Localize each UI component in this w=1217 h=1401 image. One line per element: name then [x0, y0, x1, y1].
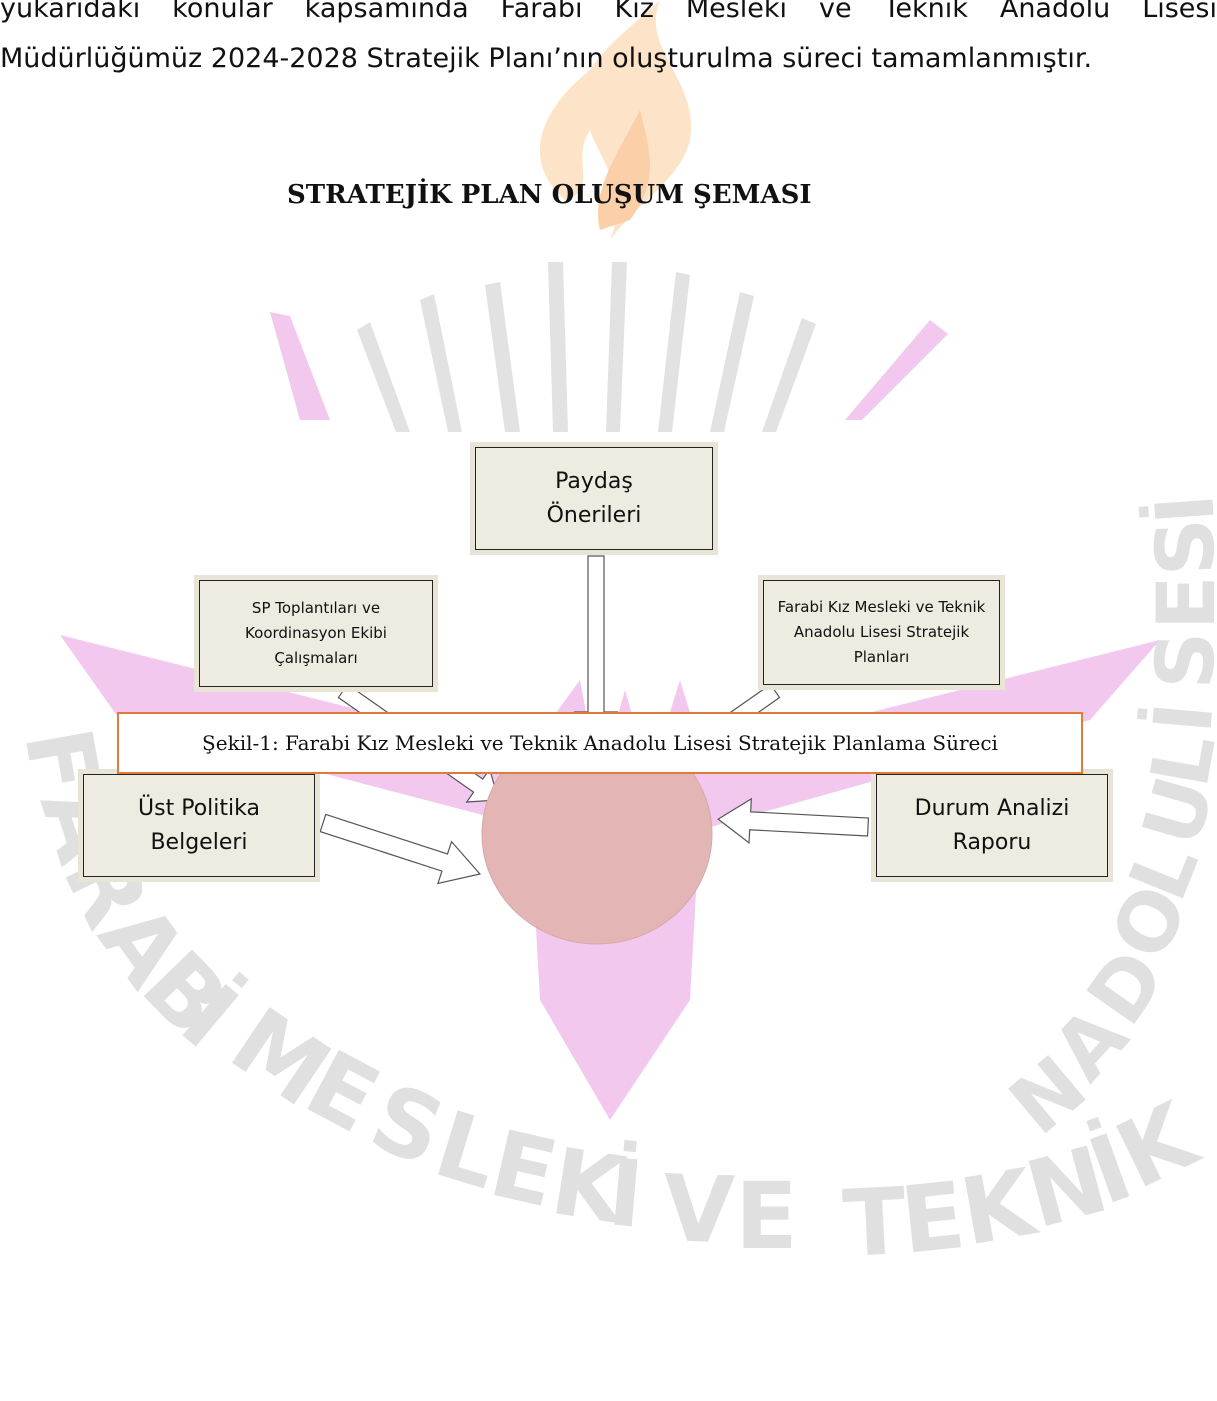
magenta-arc-icon	[270, 312, 948, 420]
fan-strokes-icon	[357, 262, 816, 432]
diagram-heading: STRATEJİK PLAN OLUŞUM ŞEMASI	[287, 180, 812, 210]
node-paydas-label: Paydaş Önerileri	[546, 468, 642, 528]
arrow-durum-analizi	[717, 797, 870, 844]
figure-caption: Şekil-1: Farabi Kız Mesleki ve Teknik An…	[117, 712, 1083, 774]
node-sp-toplantilari-label: SP Toplantıları ve Koordinasyon Ekibi Ça…	[245, 599, 387, 667]
svg-text:E: E	[735, 1163, 798, 1270]
node-ust-politika-label: Üst Politika Belgeleri	[138, 795, 260, 855]
intro-line-2: Müdürlüğümüz 2024-2028 Stratejik Planı’n…	[0, 43, 1093, 74]
svg-text:İ: İ	[1137, 491, 1217, 527]
node-farabi-planlari-label: Farabi Kız Mesleki ve Teknik Anadolu Lis…	[777, 598, 986, 666]
flame-icon	[539, 0, 692, 240]
svg-text:V: V	[661, 1155, 736, 1264]
node-durum-analizi: Durum Analizi Raporu	[876, 774, 1108, 877]
svg-text:E: E	[1140, 575, 1217, 630]
node-sp-toplantilari: SP Toplantıları ve Koordinasyon Ekibi Ça…	[199, 580, 433, 687]
svg-text:E: E	[896, 1162, 970, 1275]
svg-text:S: S	[1138, 630, 1217, 691]
arrow-ust-politika	[319, 813, 482, 885]
svg-text:S: S	[1138, 517, 1217, 578]
intro-line-1: yukarıdaki konular kapsamında Farabi Kız…	[0, 0, 1217, 24]
arrow-paydas	[573, 555, 619, 734]
node-farabi-planlari: Farabi Kız Mesleki ve Teknik Anadolu Lis…	[763, 580, 1000, 685]
svg-text:İ: İ	[1135, 699, 1217, 737]
svg-text:T: T	[841, 1168, 910, 1278]
node-paydas-onerileri: Paydaş Önerileri	[475, 447, 713, 550]
node-ust-politika: Üst Politika Belgeleri	[83, 774, 315, 877]
node-durum-analizi-label: Durum Analizi Raporu	[914, 795, 1070, 855]
